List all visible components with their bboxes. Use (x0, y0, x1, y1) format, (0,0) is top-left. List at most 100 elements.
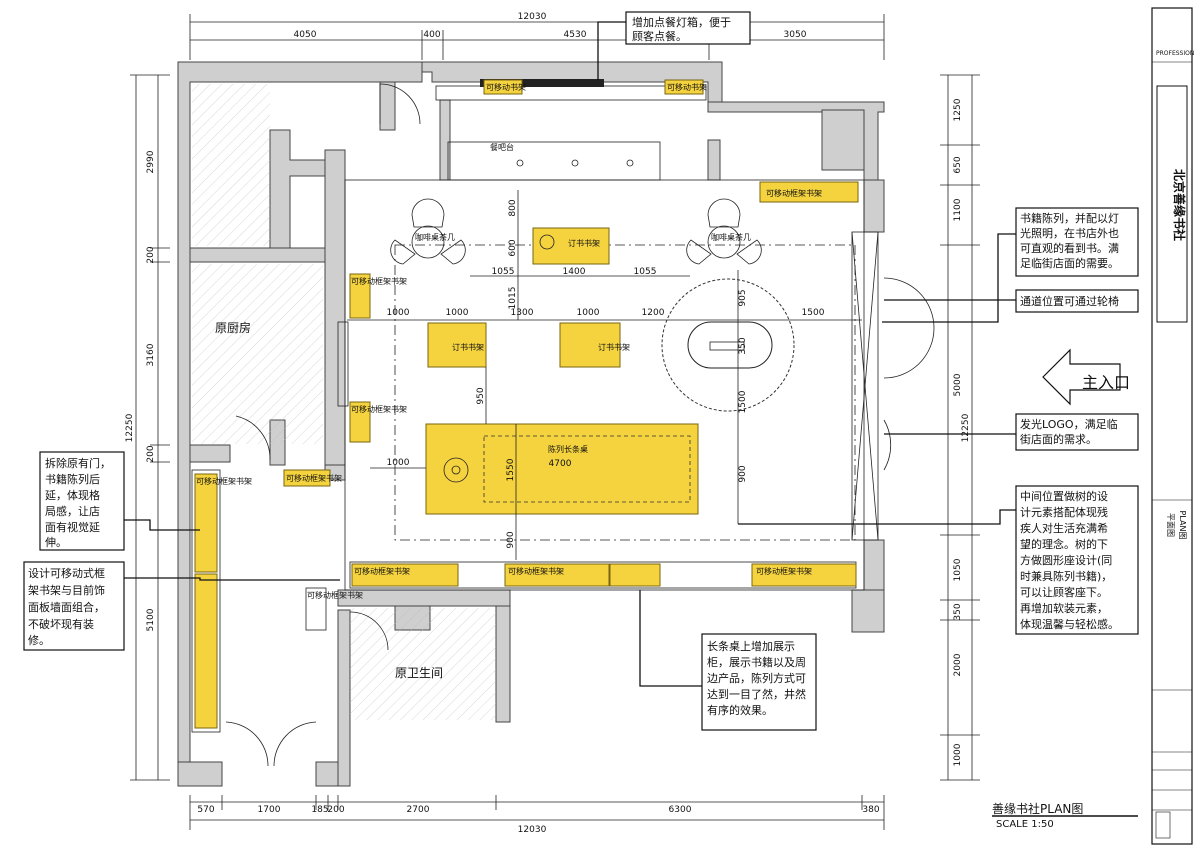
svg-text:1300: 1300 (511, 308, 534, 318)
order-desk-left-label: 订书书架 (452, 342, 484, 352)
svg-text:疾人对生活充满希: 疾人对生活充满希 (1020, 521, 1108, 535)
note-logo: 发光LOGO，满足临 街店面的需求。 (1015, 413, 1139, 451)
svg-text:再增加软装元素，: 再增加软装元素， (1020, 601, 1108, 615)
note-top-light-box: 增加点餐灯箱，便于 顾客点餐。 (625, 11, 751, 45)
order-desk-middle-label: 订书书架 (598, 342, 630, 352)
dim-left-3: 3160 (146, 343, 156, 366)
dim-bottom-1: 570 (197, 805, 214, 815)
bath-shelf (305, 587, 327, 631)
svg-text:可以让顾客座下。: 可以让顾客座下。 (1020, 585, 1108, 599)
long-table-display (483, 435, 691, 503)
project-name: 北京善缘书社 (1172, 169, 1187, 241)
svg-text:柜，展示书籍以及周: 柜，展示书籍以及周 (707, 655, 806, 669)
dim-left-5: 5100 (146, 608, 156, 631)
svg-text:边产品，陈列方式可: 边产品，陈列方式可 (707, 671, 806, 685)
dim-top-total: 12030 (518, 12, 547, 22)
leader-lines (124, 21, 1016, 687)
dim-right-2: 650 (953, 156, 963, 173)
kitchen-hatch-top (192, 84, 270, 246)
svg-text:900: 900 (738, 465, 748, 482)
dim-right-1: 1250 (953, 98, 963, 121)
svg-text:街店面的需求。: 街店面的需求。 (1020, 432, 1097, 446)
left-column-label: 可移动框架书架 (196, 476, 252, 486)
svg-text:350: 350 (738, 337, 748, 354)
svg-text:1055: 1055 (492, 267, 515, 277)
note-long-table: 长条桌上增加展示 柜，展示书籍以及周 边产品，陈列方式可 达到一目了然，井然 有… (701, 633, 817, 731)
dim-bottom-3: 185 (311, 805, 328, 815)
main-entrance-label: 主入口 (1082, 373, 1130, 392)
top-shelf-left-label: 可移动书架 (486, 82, 526, 92)
dim-right-4: 5000 (953, 373, 963, 396)
svg-text:望的理念。树的下: 望的理念。树的下 (1020, 537, 1108, 551)
svg-text:体现温馨与轻松感。: 体现温馨与轻松感。 (1020, 617, 1119, 631)
svg-text:增加点餐灯箱，便于: 增加点餐灯箱，便于 (632, 15, 731, 29)
left-column-shelf-bottom (194, 573, 218, 729)
svg-text:1500: 1500 (738, 390, 748, 413)
tree-symbol (661, 278, 795, 412)
circulation-dash (394, 244, 856, 541)
svg-text:不破坏现有装: 不破坏现有装 (28, 617, 94, 631)
dim-right-6: 350 (953, 603, 963, 620)
dim-bottom-5: 2700 (407, 805, 430, 815)
kitchen-label: 原厨房 (215, 320, 251, 335)
left-column-frame (191, 469, 221, 733)
order-desk-left (427, 322, 487, 368)
left-wall-panel (337, 321, 349, 407)
note-tree: 中间位置做树的设 计元素搭配体现残 疾人对生活充满希 望的理念。树的下 方做圆形… (1015, 485, 1139, 635)
svg-text:900: 900 (506, 531, 516, 548)
svg-text:书籍陈列后: 书籍陈列后 (45, 472, 100, 486)
dim-top-4: 3050 (784, 30, 807, 40)
svg-text:达到一目了然，井然: 达到一目了然，井然 (707, 687, 806, 701)
dim-top-1: 4050 (294, 30, 317, 40)
svg-text:书籍陈列，并配以灯: 书籍陈列，并配以灯 (1020, 211, 1119, 225)
coffee-label-right: 咖啡桌茶几 (711, 232, 751, 242)
order-desk-top-label: 订书书架 (568, 238, 600, 248)
bathroom-label: 原卫生间 (395, 666, 443, 680)
svg-text:面有视觉延: 面有视觉延 (45, 520, 100, 534)
left-shelf-upper (349, 273, 371, 319)
note-book-display: 书籍陈列，并配以灯 光照明，在书店外也 可直观的看到书。满 足临街店面的需要。 (1015, 207, 1139, 277)
storefront-display (851, 231, 879, 541)
bar-counter (447, 141, 661, 181)
bath-shelf-label: 可移动框架书架 (307, 590, 363, 600)
company-name: PROFESSION (1156, 50, 1194, 57)
svg-text:1055: 1055 (634, 267, 657, 277)
dim-top-2: 400 (423, 30, 440, 40)
top-shelf-right (664, 79, 704, 95)
svg-text:局感，让店: 局感，让店 (45, 504, 100, 518)
dim-bottom-total: 12030 (518, 825, 547, 835)
dim-left-total: 12250 (125, 413, 135, 442)
top-counter (435, 85, 707, 101)
upper-right-shelf-label: 可移动框架书架 (766, 188, 822, 198)
note-movable-frame: 设计可移动式框 架书架与目前饰 面板墙面组合， 不破坏现有装 修。 (23, 561, 125, 651)
svg-text:光照明，在书店外也: 光照明，在书店外也 (1020, 226, 1119, 240)
upper-right-shelf (759, 181, 859, 203)
kitchen-hatch (192, 264, 323, 444)
order-desk-top (532, 227, 610, 265)
svg-text:4700: 4700 (549, 459, 572, 469)
svg-text:1015: 1015 (508, 287, 518, 310)
dim-left-2: 200 (146, 246, 156, 263)
light-box (480, 79, 604, 87)
dim-bottom-7: 380 (862, 805, 879, 815)
svg-text:可直观的看到书。满: 可直观的看到书。满 (1020, 241, 1119, 255)
svg-text:1500: 1500 (802, 308, 825, 318)
plan-title: 善缘书社PLAN图 (992, 801, 1083, 816)
small-shelf-door (283, 469, 331, 487)
note-remove-door: 拆除原有门， 书籍陈列后 延，体现格 局感，让店 面有视觉延 伸。 (39, 451, 125, 551)
svg-text:面板墙面组合，: 面板墙面组合， (28, 600, 105, 614)
svg-text:1400: 1400 (563, 267, 586, 277)
svg-text:延，体现格: 延，体现格 (45, 488, 100, 502)
bar-label: 餐吧台 (490, 142, 514, 152)
interior-dimension-text: 800 600 1055 1400 1055 1015 1000 1000 13… (387, 199, 825, 548)
small-shelf-door-label: 可移动框架书架 (286, 473, 342, 483)
dim-right-5: 1050 (953, 558, 963, 581)
entrance-arrow-icon (1042, 348, 1121, 406)
dim-left-1: 2990 (146, 150, 156, 173)
bottom-shelf-1-label: 可移动框架书架 (354, 566, 410, 576)
svg-text:架书架与目前饰: 架书架与目前饰 (28, 583, 105, 597)
title-block: PROFESSION 北京善缘书社 平面图 PLAN图 (1151, 7, 1194, 845)
bottom-shelf-3-label: 可移动框架书架 (756, 566, 812, 576)
left-shelf-lower (349, 401, 371, 443)
top-shelf-right-label: 可移动书架 (667, 82, 707, 92)
